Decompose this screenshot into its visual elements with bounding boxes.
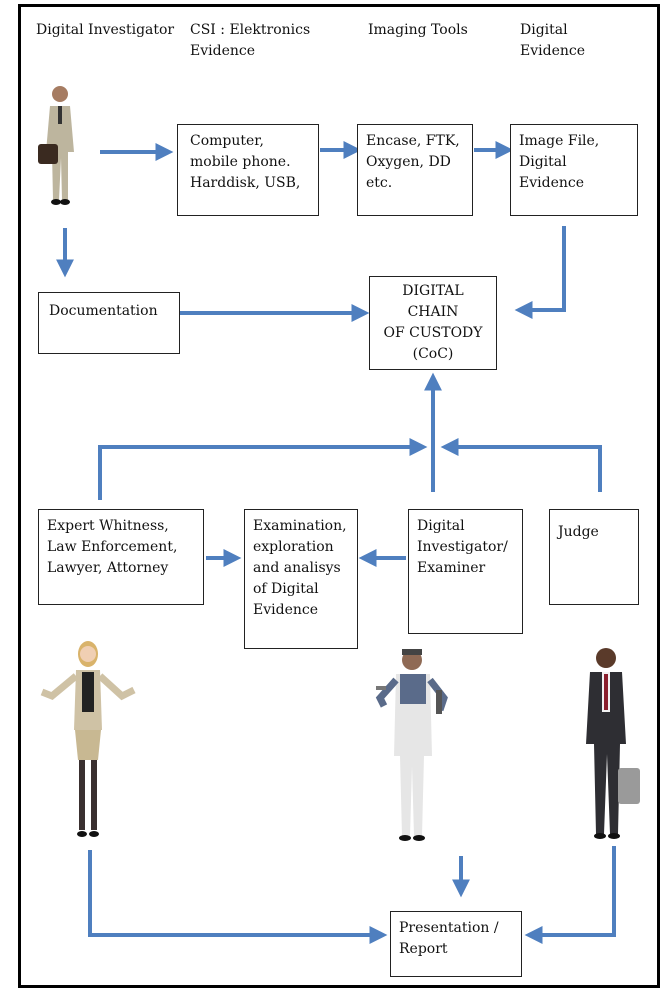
- box-examination: Examination, exploration and analisys of…: [244, 509, 358, 649]
- box-presentation-report: Presentation / Report: [390, 911, 522, 977]
- box-expert-witness: Expert Whitness, Law Enforcement, Lawyer…: [38, 509, 204, 605]
- header-imaging-tools: Imaging Tools: [368, 22, 468, 38]
- header-csi-electronic-evidence: CSI : Elektronics Evidence: [190, 22, 311, 59]
- arrow-judge-to-junction: [440, 438, 602, 492]
- header-digital-investigator: Digital Investigator: [36, 22, 175, 38]
- arrow-image-to-coc: [514, 226, 566, 319]
- arrow-woman-to-presentation: [88, 850, 388, 944]
- box-imaging-tools: Encase, FTK, Oxygen, DD etc.: [357, 124, 473, 216]
- box-documentation: Documentation: [38, 292, 180, 354]
- header-digital-evidence: Digital Evidence: [520, 22, 585, 59]
- box-chain-of-custody: DIGITAL CHAIN OF CUSTODY (CoC): [369, 276, 497, 370]
- arrow-left-branch-to-junction: [98, 438, 428, 500]
- box-digital-examiner: Digital Investigator/ Examiner: [408, 509, 523, 634]
- technician-figure: [375, 649, 448, 841]
- box-devices: Computer, mobile phone. Harddisk, USB,: [177, 124, 319, 216]
- investigator-figure: [38, 86, 74, 205]
- woman-figure: [40, 641, 136, 837]
- diagram-frame: [18, 4, 660, 988]
- box-judge: Judge: [549, 509, 639, 605]
- arrow-businessman-to-presentation: [524, 846, 616, 944]
- businessman-figure: [586, 648, 640, 839]
- box-image-file: Image File, Digital Evidence: [510, 124, 638, 216]
